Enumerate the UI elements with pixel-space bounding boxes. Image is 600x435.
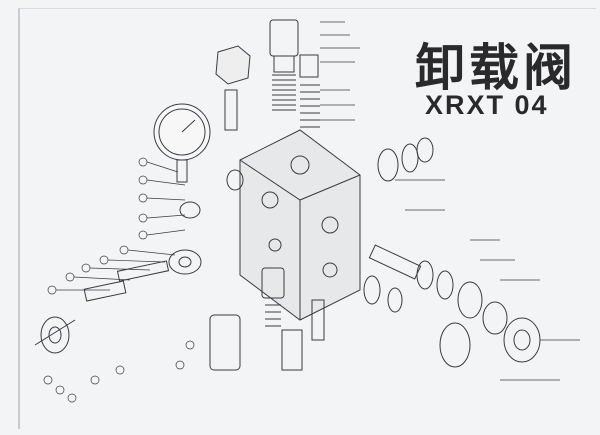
valve-body	[239, 129, 361, 321]
pressure-gauge	[153, 103, 211, 183]
sheet-border	[18, 8, 596, 429]
right-parts	[363, 137, 541, 368]
left-parts	[34, 169, 244, 354]
bottom-parts	[209, 267, 325, 371]
callouts	[43, 21, 580, 403]
drawing-title: 卸载阀	[415, 39, 577, 97]
model-code: XRXT 04	[425, 90, 549, 120]
top-cartridge	[215, 19, 320, 131]
